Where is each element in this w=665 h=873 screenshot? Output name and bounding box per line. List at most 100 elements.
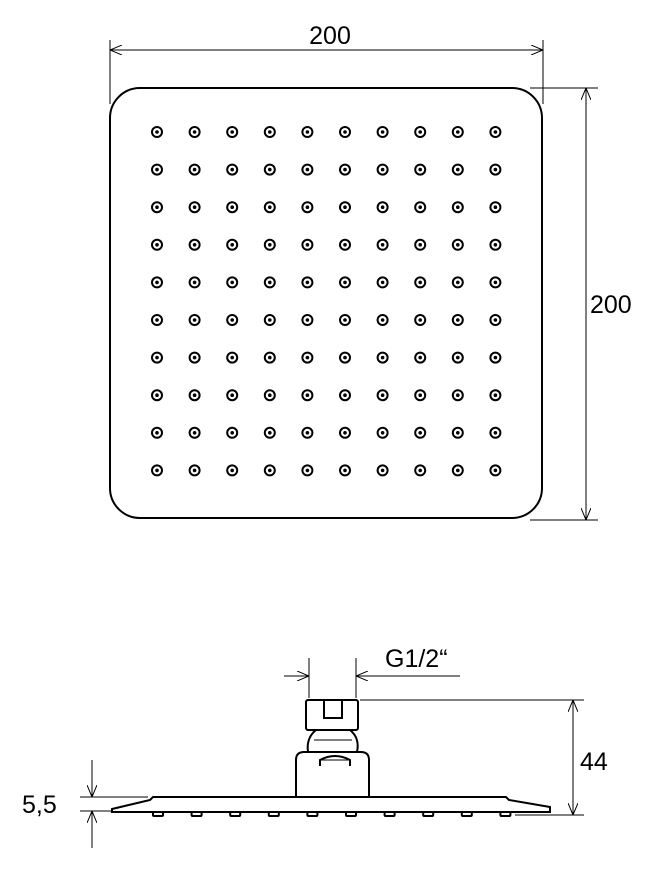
nozzle	[451, 276, 464, 289]
nozzle	[339, 126, 351, 138]
nozzle	[451, 163, 464, 176]
bottom-nozzle	[383, 811, 396, 817]
nozzle	[339, 163, 351, 176]
bottom-nozzle	[306, 811, 319, 817]
nozzle	[339, 314, 351, 326]
nozzle	[151, 126, 163, 138]
nozzle	[376, 464, 389, 477]
nozzle	[339, 426, 351, 439]
nozzle	[263, 238, 276, 251]
nozzle	[151, 464, 163, 477]
nozzle	[226, 163, 239, 176]
nozzle	[489, 389, 502, 402]
nozzle	[376, 314, 389, 326]
nozzle	[226, 389, 239, 402]
nozzle	[339, 201, 351, 214]
nozzle	[489, 426, 502, 439]
nozzle	[263, 201, 276, 214]
nozzle	[414, 351, 427, 364]
nozzle	[263, 276, 276, 289]
nozzle	[151, 351, 163, 364]
width-label: 200	[309, 22, 351, 50]
nozzle	[414, 426, 427, 439]
nozzle	[263, 464, 276, 477]
nozzle	[263, 314, 276, 326]
nozzle	[414, 238, 427, 251]
nozzle	[451, 238, 464, 251]
nozzle	[226, 276, 239, 289]
nozzle	[414, 314, 427, 326]
bottom-nozzle	[460, 811, 473, 817]
nozzle	[489, 351, 502, 364]
nozzle	[226, 426, 239, 439]
nozzle	[301, 163, 314, 176]
nozzle	[188, 238, 201, 251]
nozzle	[414, 389, 427, 402]
nozzle	[226, 464, 239, 477]
nozzle	[489, 464, 502, 477]
nozzle	[301, 126, 314, 138]
height-label: 200	[590, 291, 632, 319]
nozzle	[451, 426, 464, 439]
nozzle	[226, 201, 239, 214]
nozzle-grid	[151, 126, 502, 477]
nozzle	[451, 464, 464, 477]
nozzle	[376, 201, 389, 214]
thickness-label: 5,5	[22, 791, 57, 819]
nozzle	[263, 389, 276, 402]
bottom-nozzle	[267, 811, 280, 817]
nozzle	[188, 126, 201, 138]
side-view: G1/2“ 44 5,5	[22, 645, 608, 848]
nozzle	[376, 126, 389, 138]
nozzle	[151, 276, 163, 289]
nozzle	[376, 351, 389, 364]
nozzle	[339, 238, 351, 251]
nozzle	[301, 389, 314, 402]
nozzle	[489, 238, 502, 251]
nozzle	[151, 426, 163, 439]
nozzle	[414, 276, 427, 289]
thread-slot	[323, 700, 343, 719]
bottom-nozzle	[499, 811, 512, 817]
nozzle	[414, 201, 427, 214]
nozzle	[226, 314, 239, 326]
nozzle	[301, 238, 314, 251]
nozzle	[188, 276, 201, 289]
nozzle	[263, 351, 276, 364]
nozzle	[301, 201, 314, 214]
nozzle	[188, 426, 201, 439]
nozzle	[451, 389, 464, 402]
nozzle	[339, 464, 351, 477]
nozzle	[151, 389, 163, 402]
nozzle	[489, 163, 502, 176]
nozzle	[301, 426, 314, 439]
nozzle	[414, 126, 427, 138]
nozzle	[451, 126, 464, 138]
thread-connector	[305, 699, 359, 731]
nozzle	[339, 276, 351, 289]
nozzle	[489, 201, 502, 214]
nozzle	[451, 314, 464, 326]
nozzle	[263, 163, 276, 176]
nozzle	[376, 276, 389, 289]
nozzle	[263, 426, 276, 439]
bottom-nozzle	[152, 811, 164, 817]
nozzle	[263, 126, 276, 138]
shower-plate-profile	[111, 796, 551, 813]
nozzle	[188, 351, 201, 364]
ball-joint-body	[295, 751, 370, 798]
shower-head-plate	[109, 87, 543, 519]
top-view: 200 200	[109, 22, 632, 521]
nozzle	[301, 464, 314, 477]
nozzle	[301, 314, 314, 326]
nozzle	[376, 389, 389, 402]
bottom-nozzle	[229, 811, 242, 817]
nozzle	[489, 126, 502, 138]
ball-joint-notch	[319, 755, 351, 766]
nozzle	[151, 201, 163, 214]
nozzle	[226, 238, 239, 251]
nozzle	[414, 464, 427, 477]
bottom-nozzle	[422, 811, 435, 817]
nozzle	[188, 389, 201, 402]
